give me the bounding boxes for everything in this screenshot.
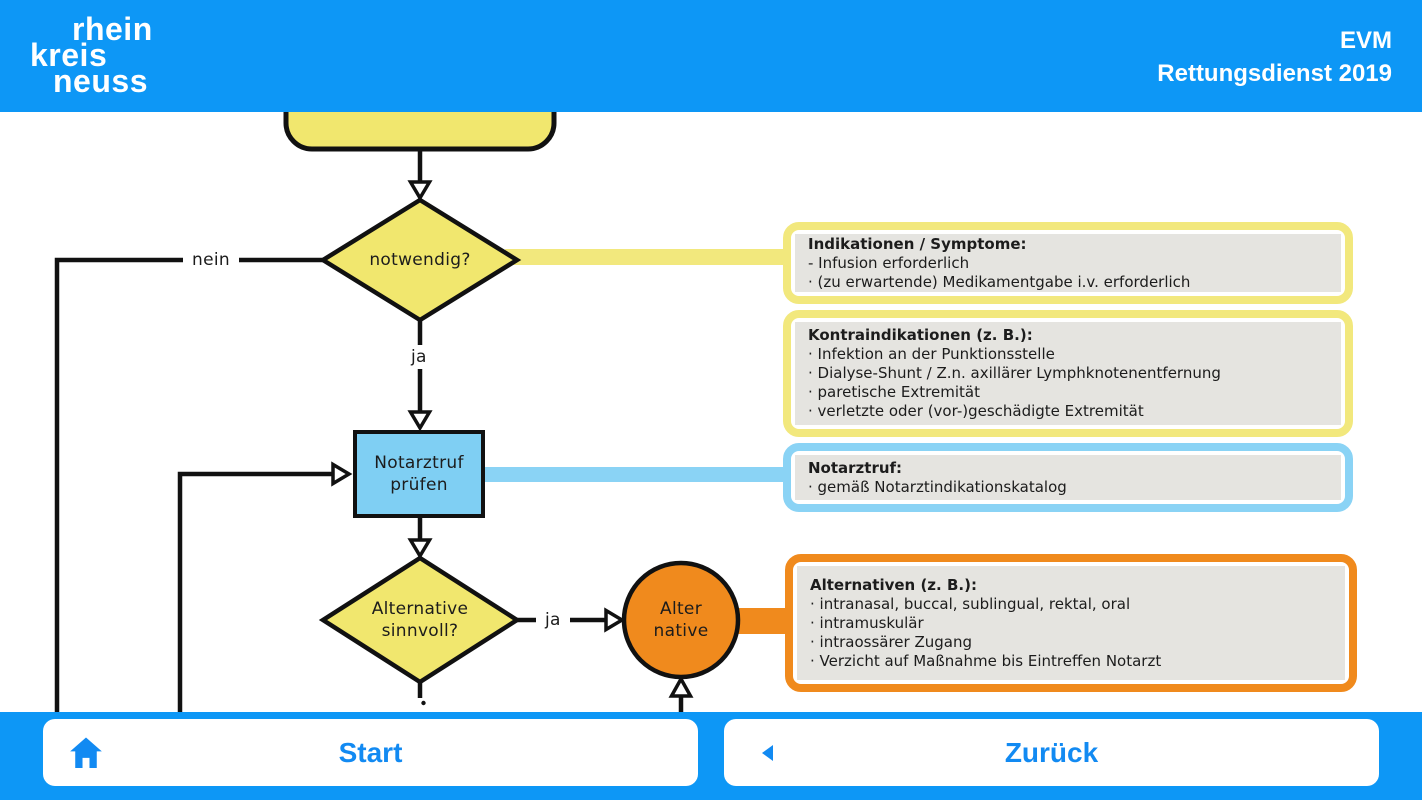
start-button-label: Start bbox=[338, 736, 403, 768]
indikationen-item: - Infusion erforderlich bbox=[808, 253, 970, 272]
alternativen-title: Alternativen (z. B.): bbox=[810, 575, 977, 594]
indikationen-item: · (zu erwartende) Medikamentgabe i.v. er… bbox=[808, 272, 1191, 291]
arrowhead-into-decision1 bbox=[407, 180, 433, 202]
process-label-line1: Notarztruf bbox=[374, 453, 464, 473]
flowchart-area: notwendig? nein ja Notarztruf prüfen Alt… bbox=[0, 112, 1422, 712]
decision2-diamond bbox=[318, 555, 522, 685]
alternativen-item: · intramuskulär bbox=[810, 613, 924, 632]
decision1-diamond bbox=[318, 197, 522, 323]
notarztruf-title: Notarztruf: bbox=[808, 458, 903, 477]
alternative-label-line2: native bbox=[653, 621, 709, 641]
kontraindikationen-title: Kontraindikationen (z. B.): bbox=[808, 326, 1033, 344]
arrowhead-into-process-left bbox=[331, 461, 353, 487]
kontraindikationen-item: · verletzte oder (vor-)geschädigte Extre… bbox=[808, 402, 1144, 420]
kontraindikationen-item: · Infektion an der Punktionsstelle bbox=[808, 345, 1055, 363]
arrowhead-into-decision2 bbox=[407, 538, 433, 560]
alternative-circle bbox=[621, 560, 741, 680]
process-label-line2: prüfen bbox=[390, 475, 448, 495]
notarztruf-item: · gemäß Notarztindikationskatalog bbox=[808, 477, 1067, 496]
flowchart-canvas bbox=[54, 112, 800, 712]
alternativen-info-box: Alternativen (z. B.): · intranasal, bucc… bbox=[785, 554, 1357, 692]
line-feedback-to-process bbox=[177, 471, 333, 712]
decision2-label-line2: sinnvoll? bbox=[381, 621, 459, 641]
indikationen-info-content: Indikationen / Symptome: - Infusion erfo… bbox=[795, 234, 1341, 292]
start-button[interactable]: Start bbox=[43, 719, 698, 786]
kontraindikationen-info-box: Kontraindikationen (z. B.): · Infektion … bbox=[783, 310, 1353, 437]
alternativen-item: · Verzicht auf Maßnahme bis Eintreffen N… bbox=[810, 651, 1162, 670]
connector-to-indikationen-box bbox=[505, 249, 800, 265]
app-subtitle: Rettungsdienst 2019 bbox=[1157, 60, 1392, 87]
app-title-block: EVM Rettungsdienst 2019 bbox=[1157, 24, 1392, 90]
logo-line-kreis: kreis bbox=[30, 37, 108, 73]
ja-label-2: ja bbox=[536, 608, 570, 632]
logo-line-rhein: rhein bbox=[72, 11, 153, 47]
kontraindikationen-item: · Dialyse-Shunt / Z.n. axillärer Lymphkn… bbox=[808, 364, 1221, 382]
kontraindikationen-item: · paretische Extremität bbox=[808, 383, 980, 401]
alternative-label-line1: Alter bbox=[660, 599, 702, 619]
notarztruf-info-content: Notarztruf: · gemäß Notarztindikationska… bbox=[795, 455, 1341, 500]
arrowhead-into-process-top bbox=[407, 410, 433, 432]
alternativen-item: · intraossärer Zugang bbox=[810, 632, 972, 651]
back-button[interactable]: Zurück bbox=[724, 719, 1379, 786]
kontraindikationen-info-content: Kontraindikationen (z. B.): · Infektion … bbox=[795, 322, 1341, 425]
decision1-label: notwendig? bbox=[369, 250, 471, 270]
back-button-label: Zurück bbox=[1004, 736, 1099, 768]
alternativen-item: · intranasal, buccal, sublingual, rektal… bbox=[810, 594, 1131, 613]
nein-label: nein bbox=[183, 248, 239, 272]
back-arrow-icon bbox=[762, 744, 773, 761]
alternativen-info-content: Alternativen (z. B.): · intranasal, bucc… bbox=[797, 566, 1345, 680]
line-nein-branch bbox=[54, 257, 323, 712]
header-bar: rhein kreis neuss EVM Rettungsdienst 201… bbox=[0, 0, 1422, 112]
indikationen-title: Indikationen / Symptome: bbox=[808, 234, 1027, 253]
line-decision2-stub-dot bbox=[421, 700, 426, 706]
indikationen-info-box: Indikationen / Symptome: - Infusion erfo… bbox=[783, 222, 1353, 304]
arrowhead-into-alternative-bottom bbox=[668, 675, 694, 698]
arrowhead-into-alternative-left bbox=[604, 607, 626, 633]
home-icon bbox=[70, 736, 102, 768]
logo-line-neuss: neuss bbox=[53, 63, 148, 99]
ja-label-1: ja bbox=[402, 345, 436, 369]
start-terminator-shape bbox=[283, 112, 557, 152]
decision2-label-line1: Alternative bbox=[371, 599, 469, 619]
decision2-label: Alternative sinnvoll? bbox=[330, 598, 510, 642]
connector-to-notarztruf-box bbox=[480, 467, 800, 482]
bottom-nav-bar: Start Zurück bbox=[0, 712, 1422, 800]
notarztruf-pruefen-box: Notarztruf prüfen bbox=[353, 430, 485, 518]
notarztruf-info-box: Notarztruf: · gemäß Notarztindikationska… bbox=[783, 443, 1353, 512]
alternative-label: Alter native bbox=[631, 598, 731, 642]
app-title: EVM bbox=[1339, 27, 1392, 54]
